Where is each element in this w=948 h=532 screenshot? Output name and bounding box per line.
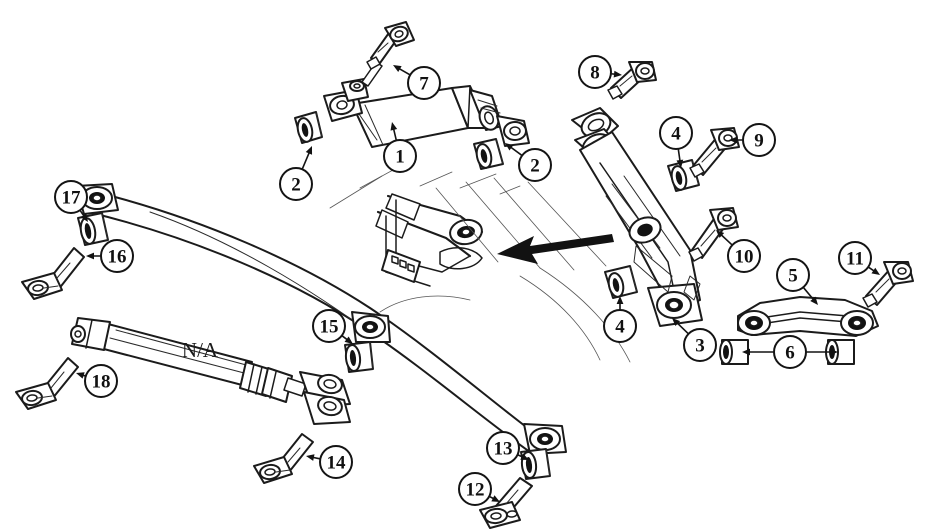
part-shock-bushing-left (294, 111, 323, 144)
callout-number: 2 (530, 156, 540, 177)
part-shock-bushing-right (473, 138, 504, 170)
callout-12[interactable]: 12 (458, 472, 500, 506)
part-trailing-arm-bolt-rear (479, 477, 533, 529)
part-trailing-arm-bushing-front (344, 341, 374, 373)
callout-number: 6 (785, 343, 795, 364)
callout-bubble (84, 364, 118, 398)
callout-bubble (486, 431, 520, 465)
callout-bubble (319, 445, 353, 479)
callout-number: 14 (327, 453, 347, 474)
callout-number: 10 (735, 247, 754, 268)
part-control-arm-bolt-upper (607, 61, 657, 100)
callout-bubble (383, 139, 417, 173)
part-link-rod-bolt (862, 261, 914, 308)
callout-bubble (54, 180, 88, 214)
callout-18[interactable]: 18 (76, 364, 118, 398)
callout-number: 1 (395, 147, 405, 168)
part-upper-control-arm (571, 107, 703, 327)
callout-3[interactable]: 3 (672, 318, 717, 362)
callout-8[interactable]: 8 (578, 55, 622, 89)
part-lower-shock-bolt-front (15, 357, 79, 410)
part-control-arm-bolt-lower (688, 207, 739, 262)
part-shock-mount-bolt (366, 21, 415, 70)
callout-9[interactable]: 9 (729, 123, 776, 157)
callout-bubble (458, 472, 492, 506)
part-trailing-arm-bolt-front (21, 247, 85, 300)
part-lower-shock-bolt (253, 433, 314, 484)
callout-number: 12 (466, 480, 485, 501)
callout-6[interactable]: 6 (742, 335, 838, 369)
callout-5[interactable]: 5 (776, 258, 818, 305)
callout-17[interactable]: 17 (54, 180, 88, 222)
callout-bubble (683, 328, 717, 362)
callout-14[interactable]: 14 (306, 445, 353, 479)
part-lower-shock-absorber: N/A (70, 317, 351, 425)
callout-bubble (742, 123, 776, 157)
na-label: N/A (182, 338, 219, 362)
callout-number: 4 (671, 124, 681, 145)
callout-bubble (773, 335, 807, 369)
part-control-arm-bolt-outer (689, 127, 740, 178)
callout-4[interactable]: 4 (659, 116, 693, 168)
callout-number: 9 (754, 131, 764, 152)
callout-bubble (727, 239, 761, 273)
callout-7[interactable]: 7 (393, 65, 441, 100)
part-trailing-arm-bushing-rear (520, 448, 551, 480)
callout-number: 8 (590, 63, 600, 84)
callout-number: 18 (92, 372, 111, 393)
callout-bubble (100, 239, 134, 273)
callout-number: 7 (419, 74, 429, 95)
callout-bubble (279, 167, 313, 201)
callout-number: 5 (788, 266, 798, 287)
callout-bubble (659, 116, 693, 150)
part-upper-shock-absorber (323, 61, 530, 148)
callout-number: 2 (291, 175, 301, 196)
part-link-rod (737, 296, 879, 337)
callout-bubble (603, 309, 637, 343)
callout-16[interactable]: 16 (86, 239, 134, 273)
callout-bubble (518, 148, 552, 182)
callout-bubble (407, 66, 441, 100)
part-arm-bushing-lower (604, 265, 638, 299)
callout-2[interactable]: 2 (505, 143, 552, 182)
callout-11[interactable]: 11 (838, 241, 880, 275)
callout-bubble (578, 55, 612, 89)
callout-number: 11 (846, 249, 864, 270)
callout-15[interactable]: 15 (312, 309, 353, 344)
callout-bubble (776, 258, 810, 292)
callout-10[interactable]: 10 (716, 230, 761, 273)
callout-number: 16 (108, 247, 127, 268)
callout-1[interactable]: 1 (383, 122, 417, 173)
emphasis-arrow (497, 234, 614, 264)
callout-number: 15 (320, 317, 339, 338)
callout-2[interactable]: 2 (279, 146, 313, 201)
callout-bubble (312, 309, 346, 343)
callout-13[interactable]: 13 (486, 431, 529, 465)
part-trailing-arm-bushing-upper (77, 212, 109, 246)
callout-number: 13 (494, 439, 513, 460)
callout-4[interactable]: 4 (603, 296, 637, 343)
callout-number: 17 (62, 188, 82, 209)
callout-number: 3 (695, 336, 705, 357)
callout-number: 4 (615, 317, 625, 338)
callout-bubble (838, 241, 872, 275)
